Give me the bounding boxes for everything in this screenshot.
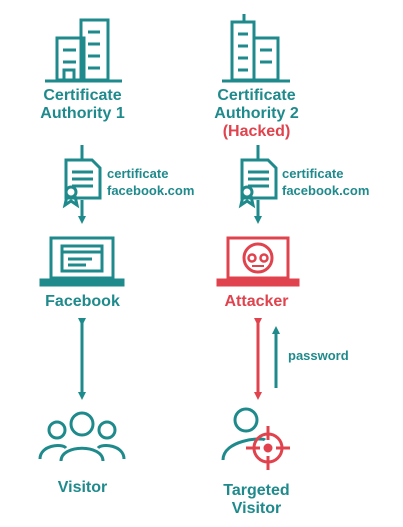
- authority-1-line2: Authority 1: [40, 105, 125, 122]
- visitor-label: Visitor: [57, 479, 108, 496]
- certificate-2-label: certificate facebook.com: [282, 165, 369, 199]
- target-user-icon: [221, 407, 290, 470]
- hacked-status: (Hacked): [222, 123, 291, 140]
- targeted-visitor-label: Targeted Visitor: [184, 482, 329, 518]
- targeted-visitor-line2: Visitor: [231, 500, 282, 517]
- certificate-1-label: certificate facebook.com: [107, 165, 194, 199]
- certificate-icon: [238, 158, 278, 209]
- authority-2-line2: Authority 2: [214, 105, 299, 122]
- authority-1-label: Certificate Authority 1: [10, 87, 155, 123]
- authority-2-label: Certificate Authority 2 (Hacked): [184, 87, 329, 141]
- password-label: password: [288, 348, 349, 363]
- certificate-2-line1: certificate: [282, 166, 344, 181]
- group-icon: [38, 411, 126, 462]
- facebook-label: Facebook: [45, 293, 120, 310]
- laptop-icon: [39, 236, 125, 287]
- building-icon: [222, 14, 290, 83]
- certificate-1-line1: certificate: [107, 166, 169, 181]
- targeted-visitor-line1: Targeted: [223, 482, 290, 499]
- attacker-label: Attacker: [224, 293, 289, 310]
- certificate-icon: [62, 158, 102, 209]
- authority-2-line1: Certificate: [217, 87, 296, 104]
- authority-1-line1: Certificate: [43, 87, 122, 104]
- certificate-1-line2: facebook.com: [107, 183, 195, 198]
- robot-laptop-icon: [216, 236, 300, 287]
- certificate-2-line2: facebook.com: [282, 183, 370, 198]
- building-icon: [45, 18, 122, 83]
